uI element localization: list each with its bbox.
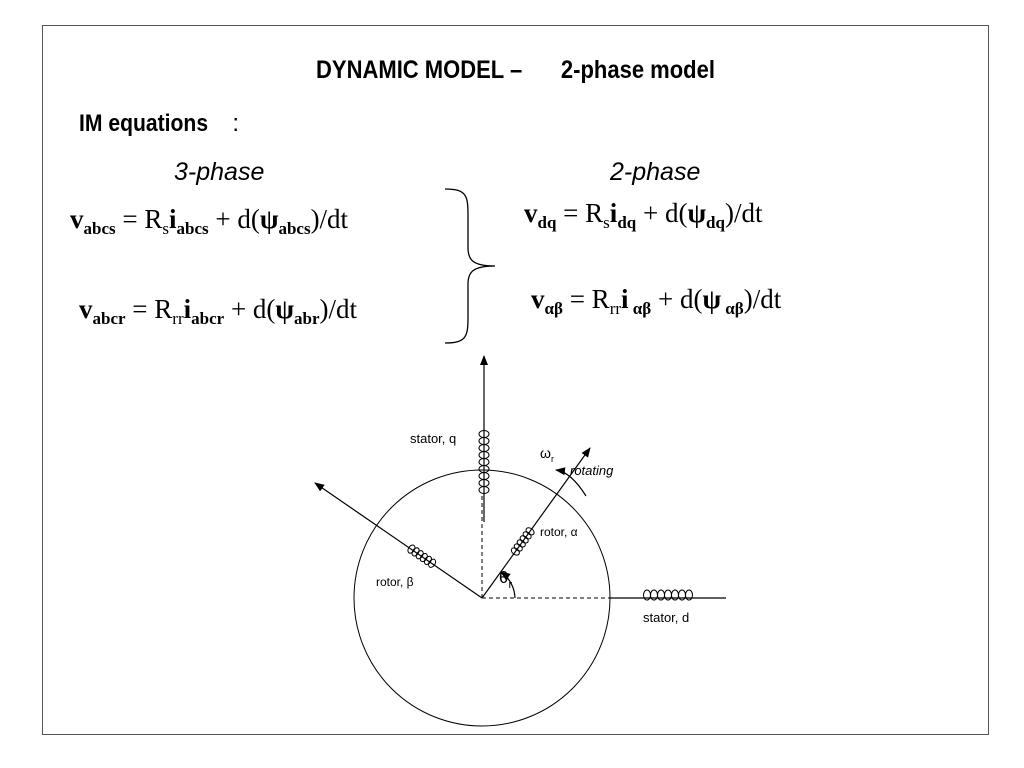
omega-sub: r bbox=[551, 454, 554, 464]
rotor-beta-axis bbox=[314, 482, 483, 599]
label-rotor-beta: rotor, β bbox=[376, 575, 414, 589]
eq-psi-sub: abcs bbox=[278, 219, 311, 238]
title-right: 2-phase model bbox=[560, 56, 715, 84]
eq-r-sub: s bbox=[162, 219, 169, 238]
omega-symbol: ω bbox=[540, 445, 551, 461]
eq-psi-sub: abr bbox=[293, 309, 320, 328]
eq-mid2: + d( bbox=[208, 204, 260, 234]
eq-psi-sub: dq bbox=[706, 213, 725, 232]
eq-end: )/dt bbox=[743, 284, 782, 314]
label-rotating: rotating bbox=[570, 463, 614, 478]
eq-mid1: = R bbox=[562, 284, 610, 314]
eq-r-sub: s bbox=[603, 213, 610, 232]
rotor-alpha-coil bbox=[510, 527, 535, 556]
curly-brace bbox=[444, 188, 496, 344]
rotor-beta-coil bbox=[407, 544, 437, 568]
equation-dq: vdq = Rsidq + d(ψdq)/dt bbox=[524, 198, 762, 233]
eq-r-sub: rr bbox=[609, 299, 622, 318]
eq-i: i bbox=[169, 204, 177, 234]
eq-i: i bbox=[183, 294, 192, 324]
theta-sub: r bbox=[508, 579, 512, 591]
slide-title: DYNAMIC MODEL – 2-phase model bbox=[100, 56, 932, 85]
eq-i: i bbox=[621, 284, 629, 314]
eq-psi: ψ bbox=[687, 198, 707, 228]
rotating-arc bbox=[555, 467, 587, 497]
label-omega: ωr bbox=[540, 445, 554, 464]
eq-v-sub: abcr bbox=[92, 309, 126, 328]
stator-q-coil bbox=[478, 430, 490, 494]
eq-psi: ψ bbox=[275, 294, 294, 324]
slide: DYNAMIC MODEL – 2-phase model IM equation… bbox=[42, 25, 989, 735]
label-theta: θr bbox=[499, 568, 512, 591]
label-stator-d: stator, d bbox=[643, 610, 689, 625]
eq-v-sub: abcs bbox=[83, 219, 116, 238]
reference-frame-diagram: stator, q stator, d rotor, α rotor, β ωr… bbox=[314, 355, 726, 727]
column-header-2phase: 2-phase bbox=[610, 158, 701, 186]
eq-end: )/dt bbox=[310, 204, 349, 234]
eq-i-sub: abcr bbox=[191, 309, 225, 328]
eq-end: )/dt bbox=[724, 198, 763, 228]
equation-abcs: vabcs = Rsiabcs + d(ψabcs)/dt bbox=[70, 204, 348, 239]
eq-v: v bbox=[531, 284, 545, 314]
theta-arc bbox=[500, 571, 516, 599]
theta-symbol: θ bbox=[499, 568, 508, 587]
eq-psi-sub: αβ bbox=[721, 299, 744, 318]
eq-mid2: + d( bbox=[651, 284, 703, 314]
label-stator-q: stator, q bbox=[410, 431, 456, 446]
eq-i: i bbox=[609, 198, 618, 228]
slide-subtitle: IM equations : bbox=[79, 110, 239, 138]
eq-mid1: = R bbox=[115, 204, 163, 234]
eq-i-sub: abcs bbox=[176, 219, 209, 238]
column-header-3phase: 3-phase bbox=[174, 158, 265, 186]
eq-mid1: = R bbox=[556, 198, 604, 228]
title-left: DYNAMIC MODEL – bbox=[316, 56, 523, 84]
equation-alphabeta: vαβ = Rrri αβ + d(ψ αβ)/dt bbox=[531, 284, 781, 319]
equation-abcr: vabcr = Rrriabcr + d(ψabr)/dt bbox=[79, 294, 357, 329]
subtitle-bold: IM equations bbox=[79, 110, 209, 137]
eq-psi: ψ bbox=[702, 284, 722, 314]
label-rotor-alpha: rotor, α bbox=[540, 525, 578, 539]
stator-d-coil bbox=[643, 589, 693, 601]
eq-end: )/dt bbox=[319, 294, 357, 324]
subtitle-rest: : bbox=[225, 110, 240, 137]
eq-psi: ψ bbox=[259, 204, 279, 234]
rotor-alpha-axis bbox=[481, 447, 591, 599]
eq-v: v bbox=[70, 204, 84, 234]
eq-v: v bbox=[524, 198, 538, 228]
eq-mid2: + d( bbox=[224, 294, 276, 324]
eq-mid2: + d( bbox=[636, 198, 688, 228]
eq-v-sub: dq bbox=[537, 213, 557, 232]
eq-v: v bbox=[79, 294, 93, 324]
eq-i-sub: dq bbox=[617, 213, 637, 232]
eq-i-sub: αβ bbox=[628, 299, 652, 318]
eq-v-sub: αβ bbox=[544, 299, 563, 318]
eq-mid1: = R bbox=[125, 294, 173, 324]
eq-r-sub: rr bbox=[172, 309, 184, 328]
